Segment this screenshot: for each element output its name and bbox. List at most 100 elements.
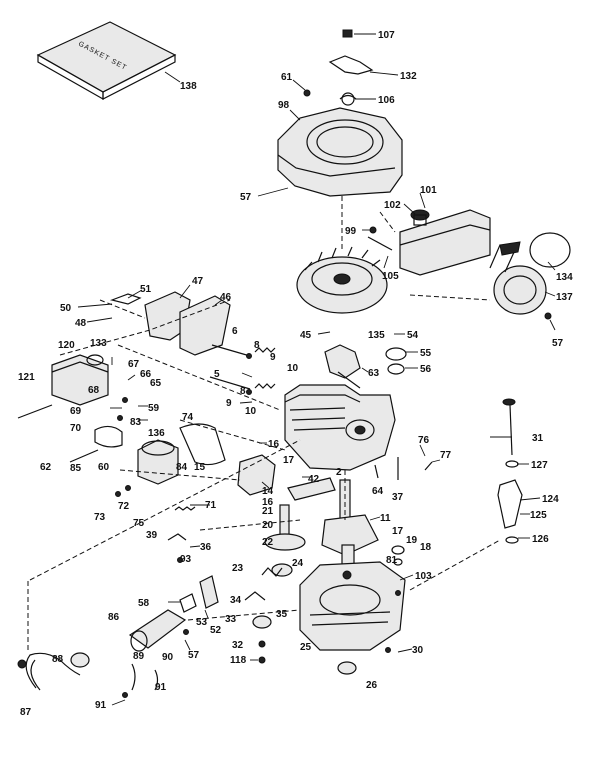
callout-72: 72 [118, 501, 130, 512]
callout-75: 75 [133, 518, 145, 529]
callout-71: 71 [205, 500, 217, 511]
gasket-set-package: GASKET SET [36, 21, 177, 101]
callout-10b: 10 [245, 406, 257, 417]
callout-120: 120 [58, 340, 75, 351]
callout-58: 58 [138, 598, 150, 609]
callout-47: 47 [192, 276, 204, 287]
callout-31: 31 [532, 433, 544, 444]
callout-34: 34 [230, 595, 242, 606]
blower-housing [277, 89, 403, 197]
callout-labels: 107 132 106 138 61 98 57 101 102 99 105 … [18, 30, 573, 718]
callout-138: 138 [180, 81, 197, 92]
callout-88: 88 [52, 654, 64, 665]
callout-136: 136 [148, 428, 165, 439]
callout-135: 135 [368, 330, 385, 341]
callout-54: 54 [407, 330, 419, 341]
callout-83: 83 [130, 417, 142, 428]
callout-124: 124 [542, 494, 559, 505]
callout-134: 134 [556, 272, 573, 283]
air-filter-housing [17, 354, 109, 419]
callout-52: 52 [210, 625, 222, 636]
callout-106: 106 [378, 95, 395, 106]
callout-56: 56 [420, 364, 432, 375]
callout-101: 101 [420, 185, 437, 196]
callout-133: 133 [90, 338, 107, 349]
callout-6: 6 [232, 326, 238, 337]
misc-fasteners [115, 397, 196, 635]
callout-42: 42 [308, 474, 320, 485]
callout-17a: 17 [283, 455, 295, 466]
callout-19: 19 [406, 535, 418, 546]
callout-37: 37 [392, 492, 404, 503]
callout-2: 2 [336, 467, 342, 478]
callout-118: 118 [230, 655, 247, 666]
flywheel [296, 246, 388, 314]
connecting-rod-parts [374, 457, 433, 480]
callout-9a: 9 [270, 352, 276, 363]
callout-85: 85 [70, 463, 82, 474]
callout-5: 5 [214, 369, 220, 380]
callout-48: 48 [75, 318, 87, 329]
callout-21: 21 [262, 506, 274, 517]
callout-51: 51 [140, 284, 152, 295]
callout-86: 86 [108, 612, 120, 623]
governor-parts [324, 344, 407, 389]
callout-9b: 9 [226, 398, 232, 409]
oil-sump [299, 545, 406, 675]
callout-98: 98 [278, 100, 290, 111]
flywheel-nut-parts [328, 29, 374, 106]
callout-10a: 10 [287, 363, 299, 374]
carburetor [69, 423, 226, 485]
callout-25: 25 [300, 642, 312, 653]
callout-8b: 8 [240, 386, 246, 397]
callout-45: 45 [300, 330, 312, 341]
callout-64: 64 [372, 486, 384, 497]
air-cleaner-assembly [367, 209, 491, 276]
callout-46: 46 [220, 292, 232, 303]
callout-127: 127 [531, 460, 548, 471]
callout-103: 103 [415, 571, 432, 582]
callout-16a: 16 [268, 439, 280, 450]
camshaft [264, 504, 306, 577]
callout-8a: 8 [254, 340, 260, 351]
callout-132: 132 [400, 71, 417, 82]
callout-69: 69 [70, 406, 82, 417]
callout-61: 61 [281, 72, 293, 83]
callout-70: 70 [70, 423, 82, 434]
callout-36: 36 [200, 542, 212, 553]
callout-121: 121 [18, 372, 35, 383]
callout-73: 73 [94, 512, 106, 523]
callout-62: 62 [40, 462, 52, 473]
callout-65: 65 [150, 378, 162, 389]
callout-102: 102 [384, 200, 401, 211]
callout-17b: 17 [392, 526, 404, 537]
callout-63: 63 [368, 368, 380, 379]
callout-35: 35 [276, 609, 288, 620]
callout-77: 77 [440, 450, 452, 461]
callout-91a: 91 [155, 682, 167, 693]
callout-68: 68 [88, 385, 100, 396]
callout-67: 67 [128, 359, 140, 370]
callout-125: 125 [530, 510, 547, 521]
callout-53: 53 [196, 617, 208, 628]
callout-22: 22 [262, 537, 274, 548]
callout-105: 105 [382, 271, 399, 282]
valve-train [209, 344, 276, 395]
callout-107: 107 [378, 30, 395, 41]
callout-57c: 57 [188, 650, 200, 661]
callout-89: 89 [133, 651, 145, 662]
muffler-assembly [17, 575, 219, 698]
callout-66: 66 [140, 369, 152, 380]
callout-30: 30 [412, 645, 424, 656]
recoil-starter [489, 232, 571, 320]
callout-126: 126 [532, 534, 549, 545]
callout-11: 11 [380, 513, 391, 524]
callout-57b: 57 [552, 338, 564, 349]
callout-26: 26 [366, 680, 378, 691]
callout-50: 50 [60, 303, 72, 314]
callout-16b: 16 [262, 497, 274, 508]
callout-23: 23 [232, 563, 244, 574]
callout-99: 99 [345, 226, 357, 237]
callout-55: 55 [420, 348, 432, 359]
callout-14: 14 [262, 486, 274, 497]
